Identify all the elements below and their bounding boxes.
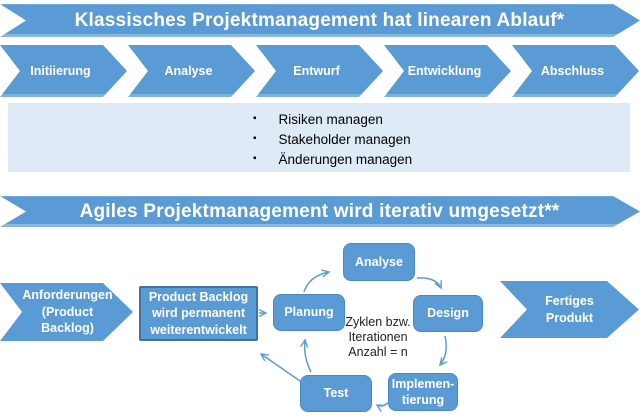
cycle-node-planung: Planung [273,294,345,331]
task-item-risiken: Risiken managen [253,109,412,129]
arrow-planung-to-analyse [303,269,331,293]
cycle-node-implementierung: Implemen- tierung [388,373,458,411]
classic-section-banner: Klassisches Projektmanagement hat linear… [0,4,640,37]
arrow-test-to-planung [300,338,312,373]
phase-chevron-entwicklung: Entwicklung [384,45,511,97]
task-item-aenderungen: Änderungen managen [253,149,413,169]
cycle-node-analyse: Analyse [343,243,415,281]
iteration-count-note: Zyklen bzw. Iterationen Anzahl = n [345,315,411,359]
phase-chevron-entwurf: Entwurf [256,45,383,97]
arrow-analyse-to-design [416,277,442,290]
product-backlog-box: Product Backlog wird permanent weiterent… [139,286,258,341]
phase-chevron-analyse: Analyse [128,45,255,97]
management-tasks-list: Risiken managen Stakeholder managen Ände… [253,109,413,169]
finished-product-chevron: Fertiges Produkt [500,281,639,338]
task-item-stakeholder: Stakeholder managen [253,129,412,149]
phase-chevron-abschluss: Abschluss [512,45,639,97]
arrow-design-to-implementierung [439,335,448,367]
phase-chevron-initiierung: Initiierung [0,45,127,97]
agile-section-banner: Agiles Projektmanagement wird iterativ u… [0,196,640,227]
cycle-node-design: Design [413,295,483,332]
requirements-input-chevron: Anforderungen (Product Backlog) [0,283,133,341]
cycle-node-test: Test [300,375,372,412]
